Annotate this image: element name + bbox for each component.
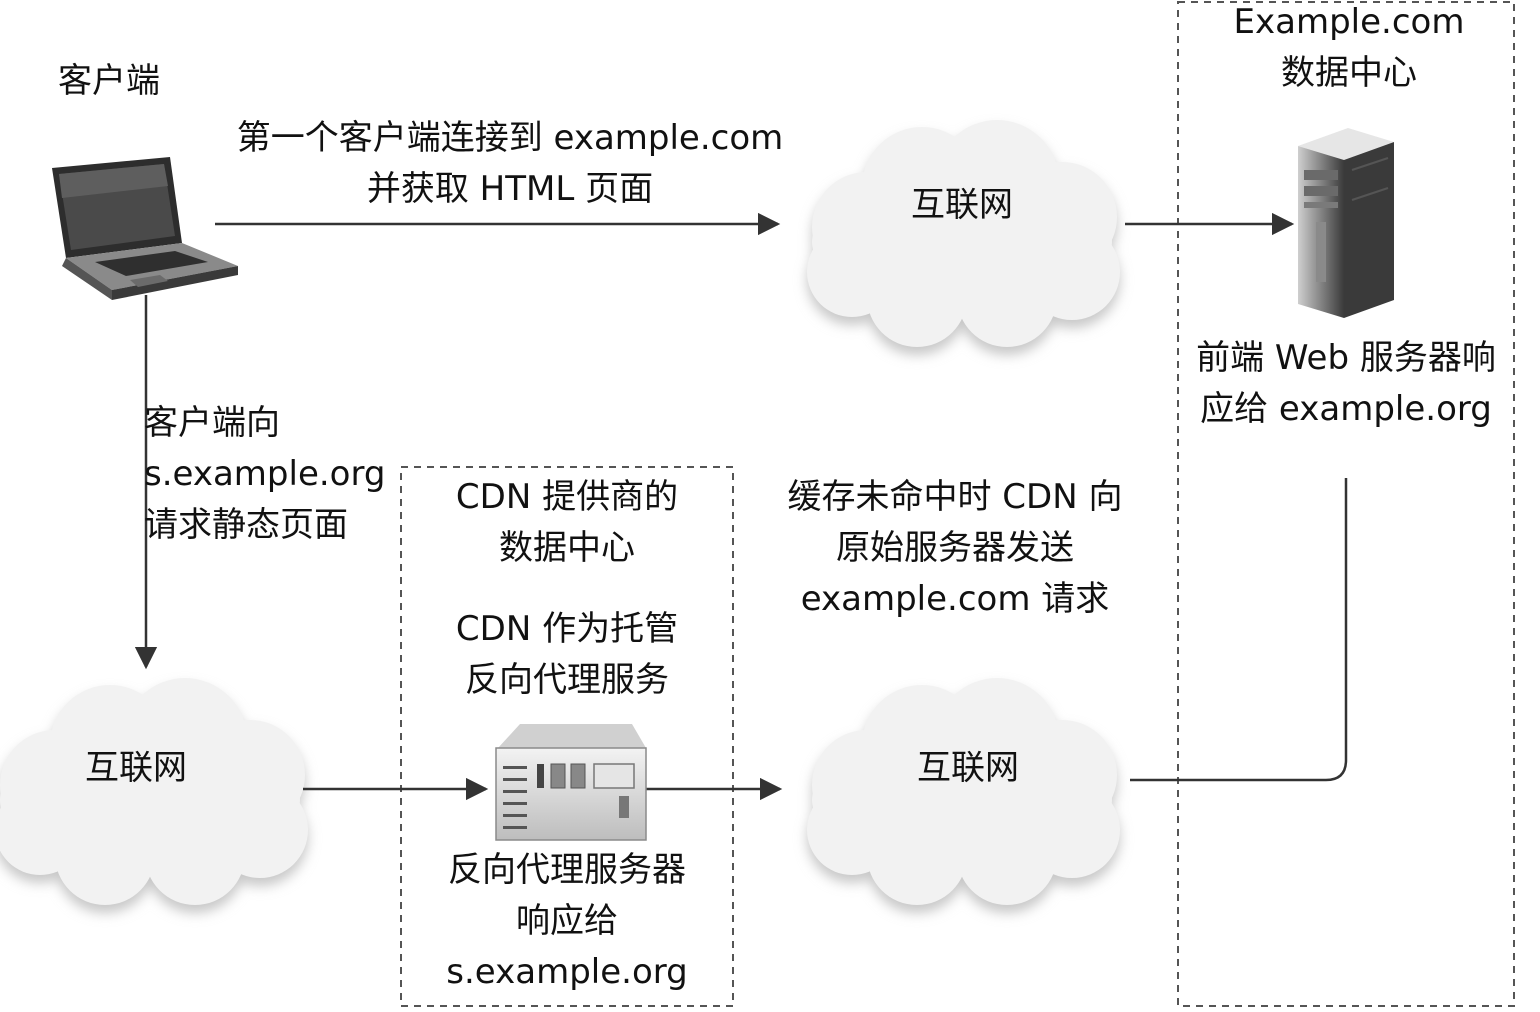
edge-label-client-to-origin: 第一个客户端连接到 example.com 并获取 HTML 页面	[236, 118, 784, 209]
line-internet-to-origin-return	[1130, 478, 1348, 782]
proxy-server-caption: 反向代理服务器 响应给 s.example.org	[446, 850, 688, 992]
cdn-datacenter-box	[400, 466, 734, 1007]
datacenter-title: Example.com 数据中心	[1233, 2, 1465, 93]
tower-server-icon	[1298, 128, 1394, 318]
cloud-label-bottom-left: 互联网	[85, 748, 187, 788]
origin-server-caption: 前端 Web 服务器响 应给 example.org	[1196, 338, 1496, 429]
cloud-icon	[807, 120, 1120, 355]
cdn-datacenter-title: CDN 提供商的 数据中心	[455, 477, 679, 568]
client-label: 客户端	[58, 61, 160, 101]
cloud-label-top: 互联网	[911, 185, 1013, 225]
laptop-icon	[52, 157, 238, 300]
edge-label-cache-miss: 缓存未命中时 CDN 向 原始服务器发送 example.com 请求	[787, 477, 1123, 619]
cloud-label-bottom-right: 互联网	[917, 748, 1019, 788]
proxy-server-icon	[495, 724, 647, 841]
cdn-role-label: CDN 作为托管 反向代理服务	[455, 609, 679, 700]
cloud-icon	[807, 678, 1120, 913]
datacenter-box	[1177, 1, 1515, 1007]
cloud-icon	[0, 678, 308, 913]
edge-label-client-to-static: 客户端向 s.example.org 请求静态页面	[144, 403, 386, 545]
